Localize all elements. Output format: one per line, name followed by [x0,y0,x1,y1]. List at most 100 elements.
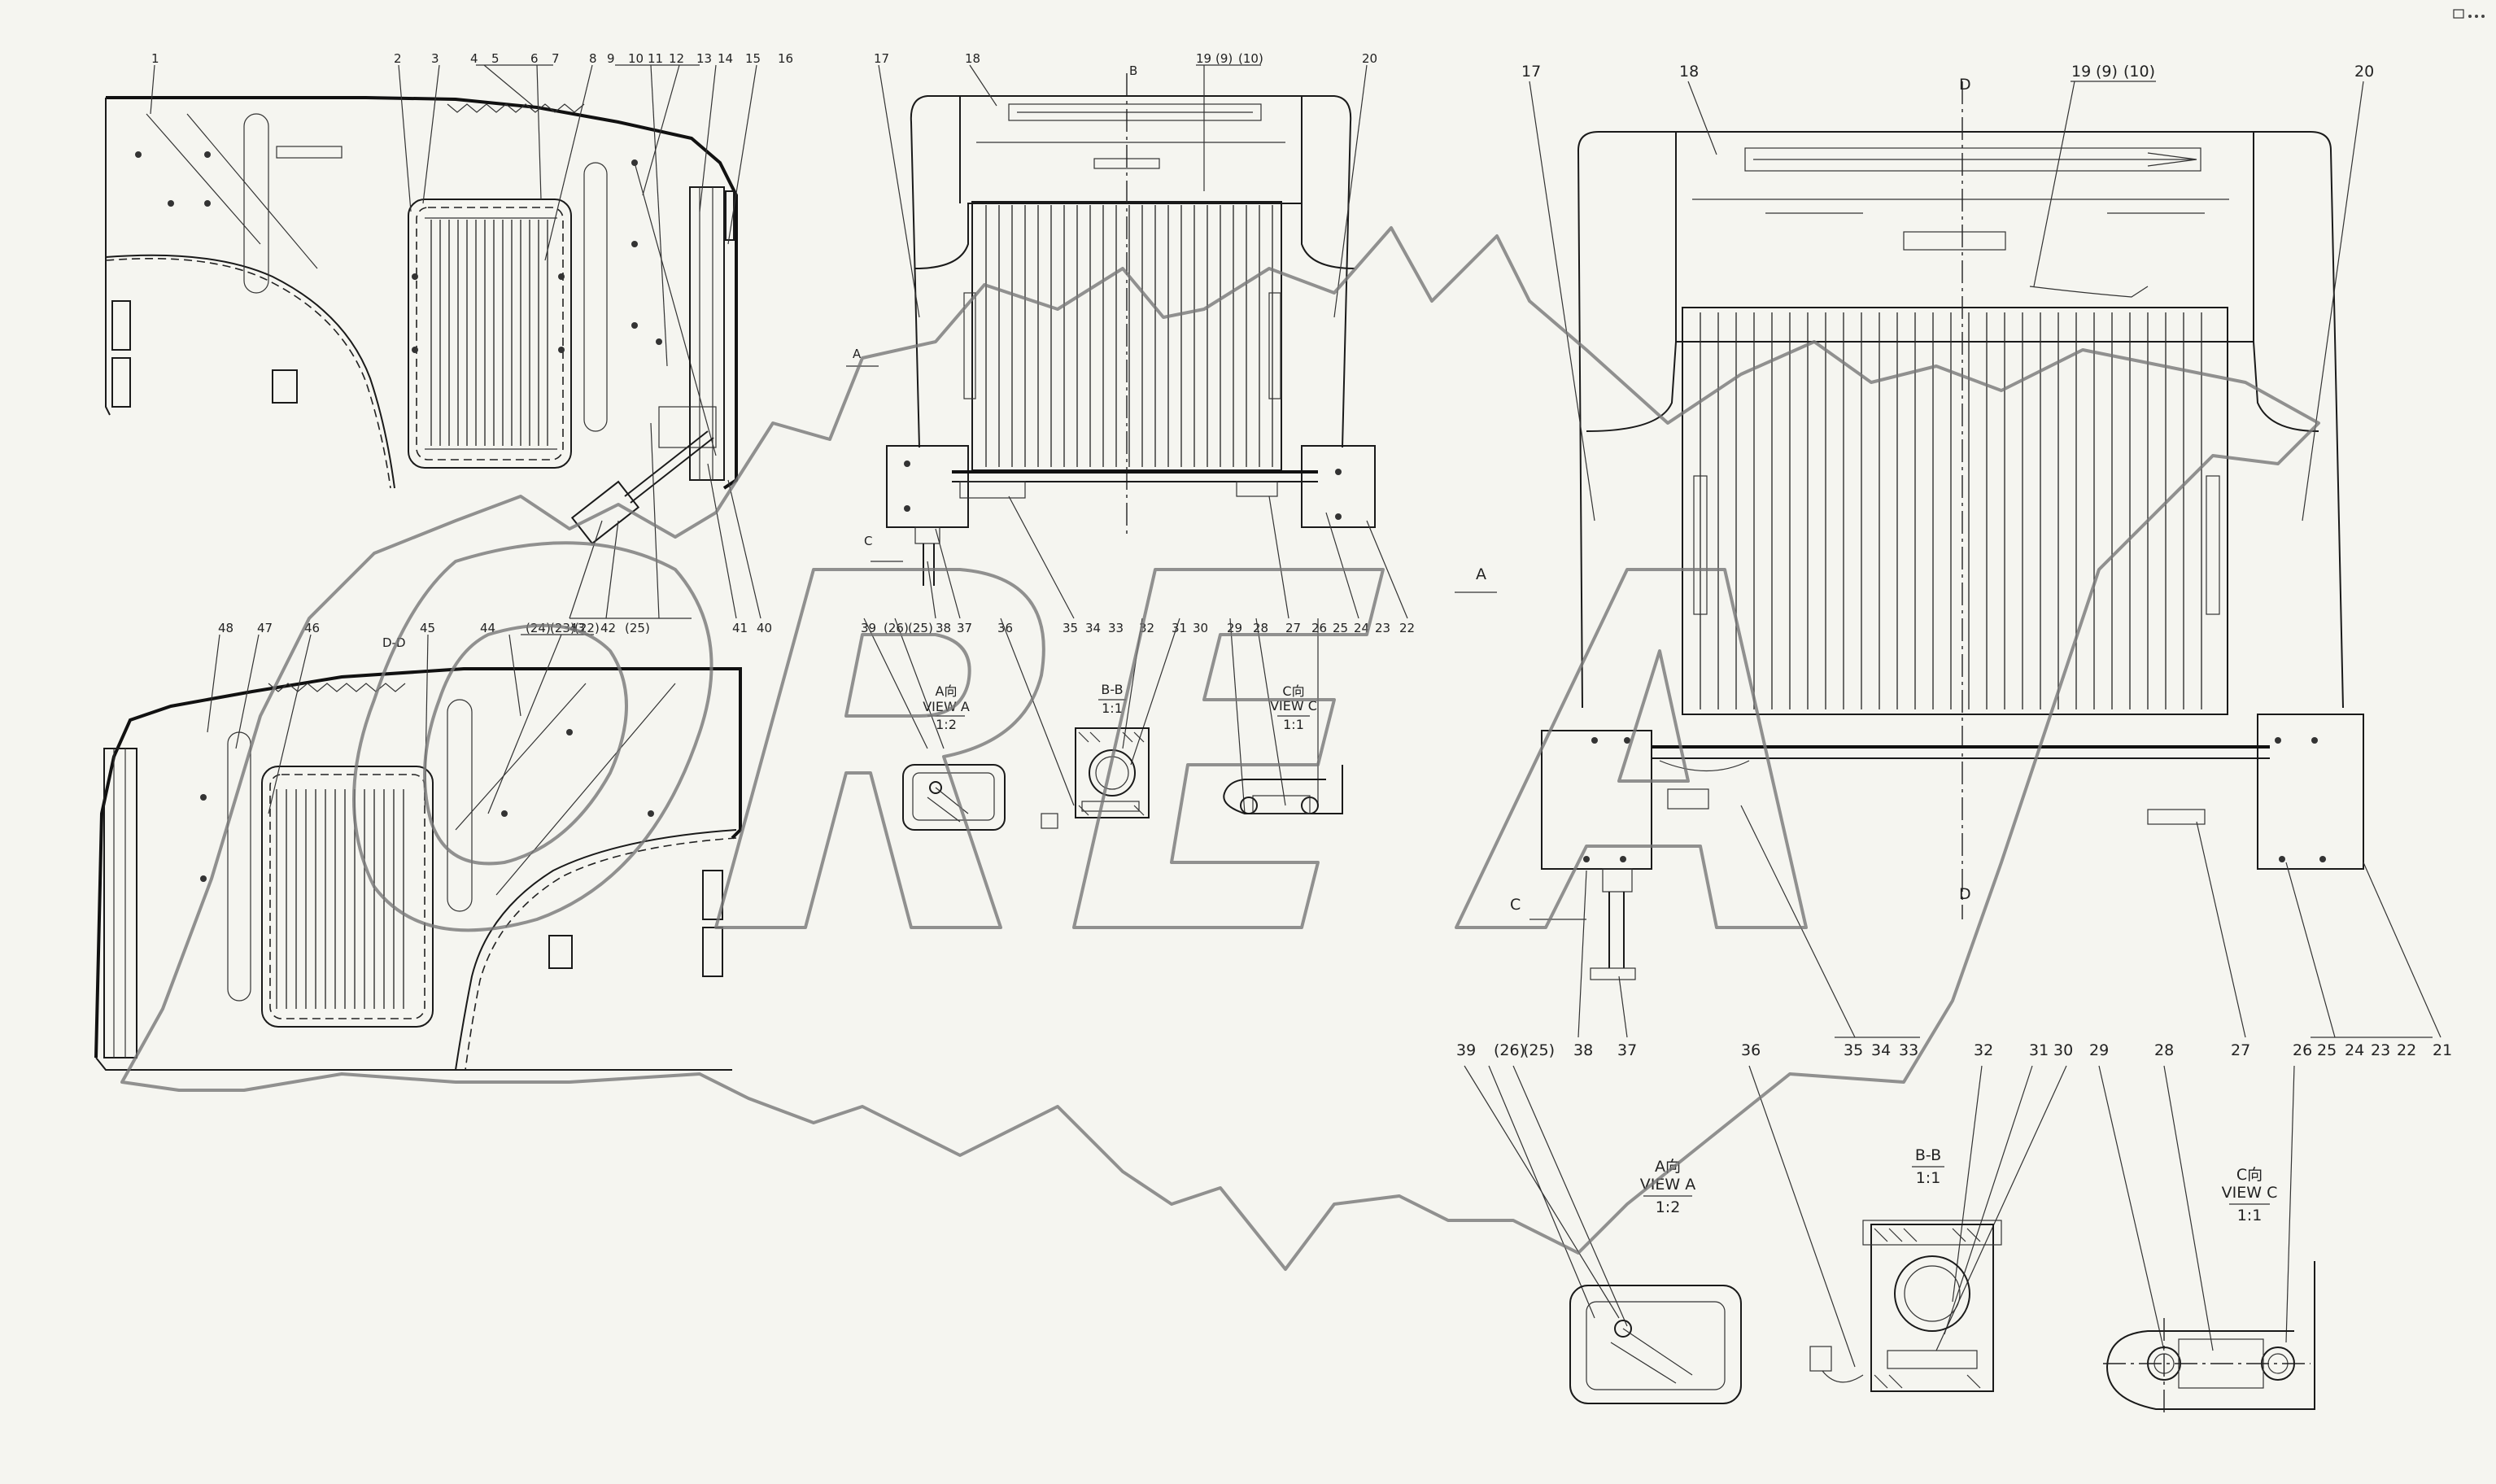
actuator-cylinder [570,406,717,545]
caption-c3-large: 1:1 [2237,1207,2263,1224]
label-25-small: 25 [1333,621,1348,635]
brand-watermark-icon [120,226,2320,1271]
label-36-large: 36 [1741,1041,1761,1059]
label-4: 4 [470,51,478,66]
label-34-large: 34 [1871,1041,1891,1059]
label-11: 11 [648,51,663,66]
label-24-small: 24 [1354,621,1369,635]
label-17-large: 17 [1521,63,1541,81]
leaders-side-top [150,64,761,619]
label-19-small: 19 [1196,51,1211,66]
label-33-small: 33 [1108,621,1124,635]
caption-view-a1-small: A向 [936,683,958,699]
label-5: 5 [491,51,500,66]
side-grill-top [425,217,557,450]
label-41: 41 [732,621,748,635]
label-18-small: 18 [965,51,980,66]
label-40: 40 [757,621,772,635]
label-20-large: 20 [2354,63,2374,81]
side-view-bottom: D-D 48 47 46 45 44 (24) (23) (22) [94,621,742,1071]
caption-bb-scale-small: 1:1 [1102,701,1123,716]
caption-bb-large: B-B [1915,1146,1941,1164]
label-24-large: 24 [2345,1041,2364,1059]
label-35-small: 35 [1063,621,1078,635]
label-9p-large: (9) [2096,63,2118,81]
caption-bb-small: B-B [1101,682,1123,697]
label-46: 46 [304,621,320,635]
leaders-front-large [1529,81,2441,1038]
side-top-labels: 1 2 3 4 5 6 7 8 9 10 11 12 13 14 15 16 4… [151,51,793,635]
label-6: 6 [530,51,539,66]
label-25-large: 25 [2317,1041,2337,1059]
label-10p-small: (10) [1238,51,1263,66]
label-26-large: 26 [2293,1041,2312,1059]
front-grill-large [1700,312,2202,709]
front-small-labels: 17 18 19 (9) (10) 20 B A C [853,51,1377,548]
view-control-icon[interactable] [2453,9,2485,19]
label-17-small: 17 [874,51,889,66]
label-22-small: 22 [1399,621,1415,635]
detail-view-c-small: C向 VIEW C 1:1 [1223,683,1343,814]
front-grill-small [985,205,1273,467]
label-23-small: 23 [1375,621,1390,635]
label-28-large: 28 [2154,1041,2174,1059]
label-32-large: 32 [1974,1041,1993,1059]
detail-view-c-large: C向 VIEW C 1:1 [2103,1166,2315,1416]
label-22-large: 22 [2397,1041,2416,1059]
label-39-large: 39 [1456,1041,1476,1059]
label-25p-large: (25) [1523,1041,1555,1059]
label-1: 1 [151,51,159,66]
label-31-large: 31 [2029,1041,2049,1059]
label-26p-large: (26) [1494,1041,1525,1059]
label-38-large: 38 [1573,1041,1593,1059]
arrow-a-small: A [853,347,862,361]
label-9: 9 [607,51,615,66]
front-view-small: 17 18 19 (9) (10) 20 B A C 39 (26) (25) … [846,51,1415,814]
label-37-large: 37 [1617,1041,1637,1059]
front-view-large: 17 18 19 (9) (10) 20 D D A C 38 37 35 34… [1455,63,2452,1059]
label-37-small: 37 [957,621,972,635]
label-34-small: 34 [1085,621,1101,635]
caption-c3-small: 1:1 [1283,717,1304,732]
arrow-a-large: A [1476,565,1486,583]
label-48: 48 [218,621,233,635]
leaders-large-details [1464,1065,2295,1368]
side-view-top: 1 2 3 4 5 6 7 8 9 10 11 12 13 14 15 16 4… [105,51,793,635]
caption-view-a3-small: 1:2 [936,717,957,732]
label-13: 13 [696,51,712,66]
label-45: 45 [420,621,435,635]
label-24p: (24) [526,621,551,635]
label-21-large: 21 [2433,1041,2452,1059]
leaders-front-small [878,64,1368,318]
label-33-large: 33 [1899,1041,1918,1059]
caption-c1-small: C向 [1282,683,1304,699]
label-20-small: 20 [1362,51,1377,66]
label-10: 10 [628,51,644,66]
label-35-large: 35 [1844,1041,1863,1059]
label-47: 47 [257,621,273,635]
label-10p-large: (10) [2123,63,2155,81]
caption-c1-large: C向 [2236,1166,2263,1184]
large-detail-labels: 39 (26) (25) 36 32 31 30 29 28 [1456,1041,2174,1059]
caption-view-a1-large: A向 [1655,1158,1681,1176]
label-15: 15 [745,51,761,66]
leaders-front-small-bottom [863,495,1408,814]
arrow-c-large: C [1510,896,1521,914]
label-44: 44 [480,621,495,635]
label-9p-small: (9) [1215,51,1233,66]
label-16: 16 [778,51,793,66]
label-18-large: 18 [1679,63,1699,81]
label-36-small: 36 [997,621,1013,635]
section-mark-b: B [1129,63,1137,78]
detail-section-bb-large: B-B 1:1 [1809,1146,2002,1392]
leaders-side-bottom [207,634,594,814]
label-38-small: 38 [936,621,951,635]
caption-view-a3-large: 1:2 [1656,1198,1681,1216]
section-mark-d-bottom: D [1959,885,1971,903]
caption-bb-scale-large: 1:1 [1916,1169,1941,1187]
label-27-large: 27 [2231,1041,2250,1059]
label-26-small: 26 [1311,621,1327,635]
label-27-small: 27 [1285,621,1301,635]
section-mark-d-top: D [1959,76,1971,94]
